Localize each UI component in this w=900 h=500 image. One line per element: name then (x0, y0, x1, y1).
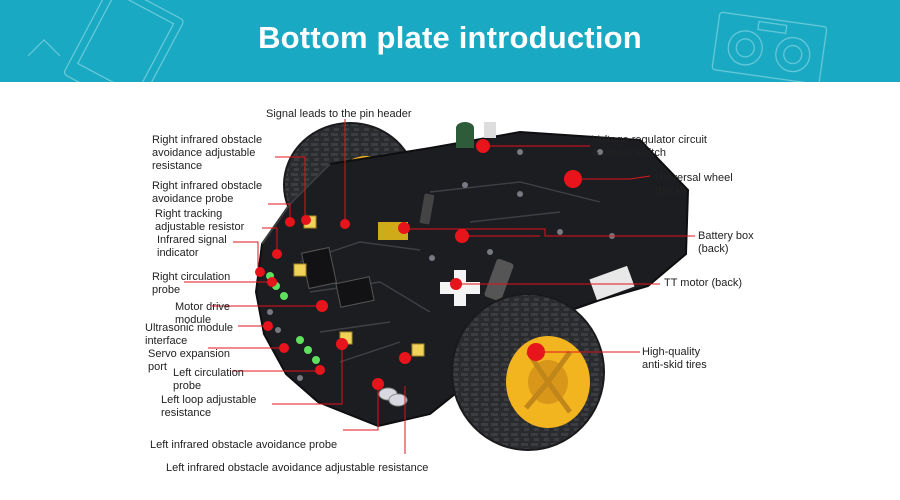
marker-right-tracking (285, 217, 295, 227)
label-right-tracking: Right tracking adjustable resistor (155, 208, 245, 233)
marker-battery-2 (398, 222, 410, 234)
marker-signal-leads (340, 219, 350, 229)
robot-car-illustration (184, 119, 695, 454)
header-banner: Bottom plate introduction (0, 0, 900, 82)
marker-left-ir-resistance (399, 352, 411, 364)
label-voltage-regulator: Voltage regulator circuit & power switch (592, 134, 707, 159)
label-right-ir-probe: Right infrared obstacle avoidance probe (152, 180, 263, 205)
marker-ultrasonic (263, 321, 273, 331)
page-title: Bottom plate introduction (258, 20, 642, 55)
marker-dots (255, 139, 582, 390)
label-left-ir-resistance: Left infrared obstacle avoidance adjusta… (166, 462, 429, 474)
marker-motor-drive (316, 300, 328, 312)
front-wheel (451, 293, 605, 451)
marker-left-loop (336, 338, 348, 350)
label-left-loop: Left loop adjustable resistance (161, 394, 257, 419)
label-ultrasonic: Ultrasonic module interface (145, 322, 234, 347)
label-universal-wheel: Universal wheel (back) (655, 172, 733, 197)
leader-lines (184, 119, 695, 454)
car-chassis-board (254, 122, 690, 428)
marker-battery (455, 229, 469, 243)
marker-servo (279, 343, 289, 353)
ultrasonic-sensor-outline-icon (711, 11, 828, 82)
label-right-ir-resistance: Right infrared obstacle avoidance adjust… (152, 134, 263, 172)
label-tires: High-quality anti-skid tires (642, 346, 707, 371)
tablet-outline-icon (63, 0, 184, 82)
label-battery-box: Battery box (back) (698, 230, 754, 255)
marker-right-circulation (267, 277, 277, 287)
marker-tt-motor (450, 278, 462, 290)
marker-right-ir-resistance (301, 215, 311, 225)
marker-voltage (476, 139, 490, 153)
marker-tires (527, 343, 545, 361)
marker-left-circulation (315, 365, 325, 375)
label-servo: Servo expansion port (148, 348, 230, 373)
marker-ir-signal (255, 267, 265, 277)
label-signal-leads: Signal leads to the pin header (266, 108, 412, 120)
label-left-circulation: Left circulation probe (173, 367, 244, 392)
banner-decoration (27, 0, 828, 82)
diagram-area: Signal leads to the pin header Right inf… (0, 82, 900, 500)
label-left-ir-probe: Left infrared obstacle avoidance probe (150, 439, 338, 451)
marker-universal-wheel (564, 170, 582, 188)
label-tt-motor: TT motor (back) (664, 277, 743, 289)
label-ir-signal: Infrared signal indicator (157, 234, 227, 259)
label-right-circulation: Right circulation probe (152, 271, 231, 296)
marker-right-ir-probe (272, 249, 282, 259)
label-motor-drive: Motor drive module (175, 301, 231, 326)
marker-left-ir-probe (372, 378, 384, 390)
